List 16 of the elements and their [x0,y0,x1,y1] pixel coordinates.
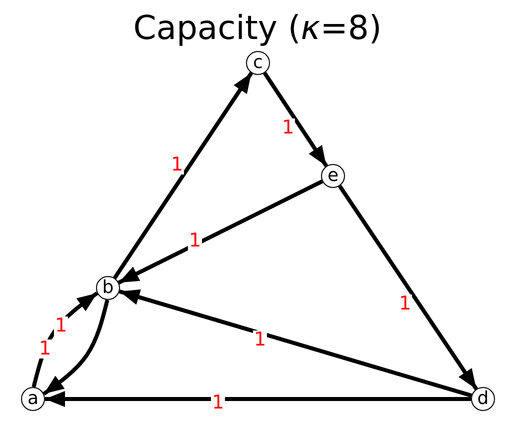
arrow [113,72,253,280]
graph-node: a [21,387,45,411]
graph-node: c [246,51,270,75]
arrow [118,289,472,398]
graph-node: d [471,387,495,411]
arrow [45,391,471,407]
arrow [118,180,324,284]
arrow [338,184,478,390]
graph-node: e [321,164,345,188]
diagram-title: Capacity (κ=8) [133,8,382,48]
arrow [42,300,110,396]
arrow [262,72,328,168]
edge-label: 1 [54,316,68,336]
edge-label: 1 [188,232,202,250]
graph-node: b [96,276,120,300]
edge-label: 1 [38,340,52,358]
